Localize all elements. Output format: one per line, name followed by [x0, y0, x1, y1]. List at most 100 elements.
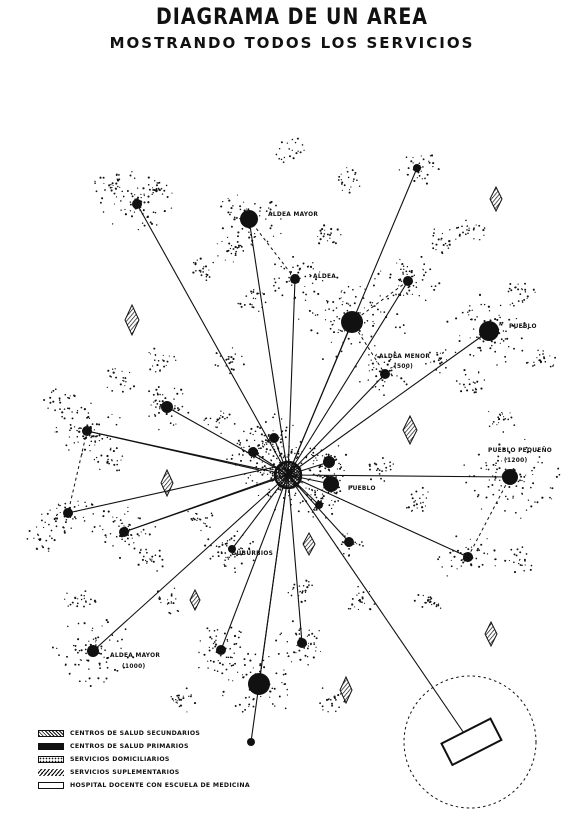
dwelling-dot	[65, 664, 67, 666]
dwelling-dot	[108, 511, 110, 513]
dwelling-dot	[462, 231, 464, 233]
dwelling-dot	[141, 197, 142, 198]
dwelling-dot	[382, 457, 384, 459]
dwelling-dot	[246, 209, 247, 210]
dwelling-dot	[341, 330, 343, 332]
label-pueblo-center: PUEBLO	[348, 484, 376, 492]
dwelling-dot	[473, 229, 475, 231]
dwelling-dot	[70, 424, 72, 426]
dwelling-dot	[518, 284, 519, 285]
dwelling-dot	[116, 464, 118, 466]
dwelling-dot	[504, 356, 506, 358]
dwelling-dot	[476, 225, 477, 226]
primary-health-centre	[403, 276, 413, 286]
dwelling-dot	[150, 353, 151, 354]
dwelling-dot	[312, 452, 314, 454]
dwelling-dot	[233, 369, 235, 371]
dwelling-dot	[253, 706, 255, 708]
dwelling-dot	[298, 650, 300, 652]
dwelling-dot	[308, 584, 310, 586]
dwelling-dot	[401, 263, 403, 265]
dwelling-dot	[417, 507, 418, 508]
dwelling-dot	[309, 488, 311, 490]
dwelling-dot	[242, 454, 244, 456]
dwelling-dot	[304, 286, 305, 287]
dwelling-dot	[273, 285, 275, 287]
dwelling-dot	[550, 487, 551, 488]
dwelling-dot	[415, 490, 417, 492]
dwelling-dot	[314, 494, 316, 496]
dwelling-dot	[239, 646, 241, 648]
dwelling-dot	[336, 316, 338, 318]
dwelling-dot	[369, 302, 371, 304]
dwelling-dot	[341, 174, 342, 175]
dwelling-dot	[286, 281, 288, 283]
dwelling-dot	[75, 649, 77, 651]
dwelling-dot	[120, 648, 121, 649]
dwelling-dot	[132, 195, 134, 197]
dwelling-dot	[465, 220, 467, 222]
dwelling-dot	[78, 442, 79, 443]
dwelling-dot	[204, 420, 205, 421]
dwelling-dot	[303, 585, 305, 587]
service-line	[288, 475, 302, 643]
dwelling-dot	[163, 190, 165, 192]
dwelling-dot	[478, 454, 480, 456]
dwelling-dot	[159, 370, 161, 372]
primary-health-centre	[240, 210, 258, 228]
dwelling-dot	[225, 260, 226, 261]
dwelling-dot	[292, 425, 293, 426]
dwelling-dot	[228, 679, 229, 680]
primary-health-centre	[413, 164, 421, 172]
dwelling-dot	[281, 446, 282, 447]
dwelling-dot	[399, 169, 400, 170]
dwelling-dot	[557, 468, 559, 470]
dwelling-dot	[393, 463, 394, 464]
dwelling-dot	[111, 189, 113, 191]
dwelling-dot	[532, 365, 534, 367]
dwelling-dot	[476, 549, 478, 551]
dwelling-dot	[158, 412, 160, 414]
dwelling-dot	[153, 561, 155, 563]
dwelling-dot	[77, 410, 78, 411]
dwelling-dot	[204, 523, 205, 524]
dwelling-dot	[56, 427, 57, 428]
dwelling-dot	[331, 324, 333, 326]
dwelling-dot	[220, 433, 221, 434]
dwelling-dot	[194, 519, 196, 521]
dwelling-dot	[77, 638, 79, 640]
dwelling-dot	[332, 242, 334, 244]
dwelling-dot	[297, 265, 299, 267]
dwelling-dot	[120, 519, 122, 521]
dwelling-dot	[209, 276, 211, 278]
dwelling-dot	[264, 444, 265, 445]
dwelling-dot	[134, 194, 135, 195]
dwelling-dot	[197, 259, 198, 260]
primary-health-centre	[119, 527, 129, 537]
dwelling-dot	[455, 352, 457, 354]
dwelling-dot	[283, 268, 285, 270]
dwelling-dot	[451, 560, 452, 561]
dwelling-dot	[502, 431, 504, 433]
dwelling-dot	[325, 309, 326, 310]
dwelling-dot	[121, 639, 123, 641]
dwelling-dot	[375, 386, 377, 388]
dwelling-dot	[85, 644, 87, 646]
dwelling-dot	[296, 645, 297, 646]
dwelling-dot	[151, 559, 152, 560]
dwelling-dot	[442, 566, 443, 567]
dwelling-dot	[399, 326, 401, 328]
dwelling-dot	[252, 291, 254, 293]
dwelling-dot	[228, 557, 230, 559]
dwelling-dot	[228, 356, 230, 358]
dwelling-dot	[442, 353, 443, 354]
dwelling-dot	[155, 371, 156, 372]
dwelling-dot	[478, 494, 480, 496]
dwelling-dot	[338, 332, 339, 333]
dwelling-dot	[331, 703, 333, 705]
dwelling-dot	[59, 397, 61, 399]
dwelling-dot	[206, 517, 208, 519]
dwelling-dot	[389, 465, 391, 467]
dwelling-dot	[493, 421, 495, 423]
dwelling-dot	[84, 622, 86, 624]
